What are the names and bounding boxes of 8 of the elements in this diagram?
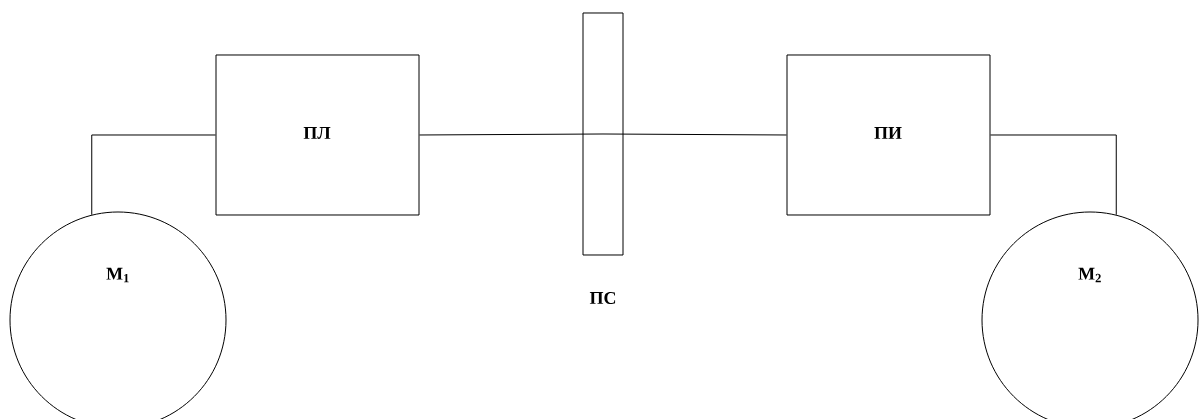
connecting-line	[990, 134, 1117, 216]
connecting-line	[419, 133, 604, 136]
coupling-bar: ПС	[582, 12, 624, 304]
connecting-line	[91, 134, 216, 216]
node-label: ПС	[589, 291, 616, 305]
connecting-line	[602, 133, 787, 136]
gear-box: ПИ	[786, 54, 991, 216]
gear-box: ПЛ	[215, 54, 420, 216]
